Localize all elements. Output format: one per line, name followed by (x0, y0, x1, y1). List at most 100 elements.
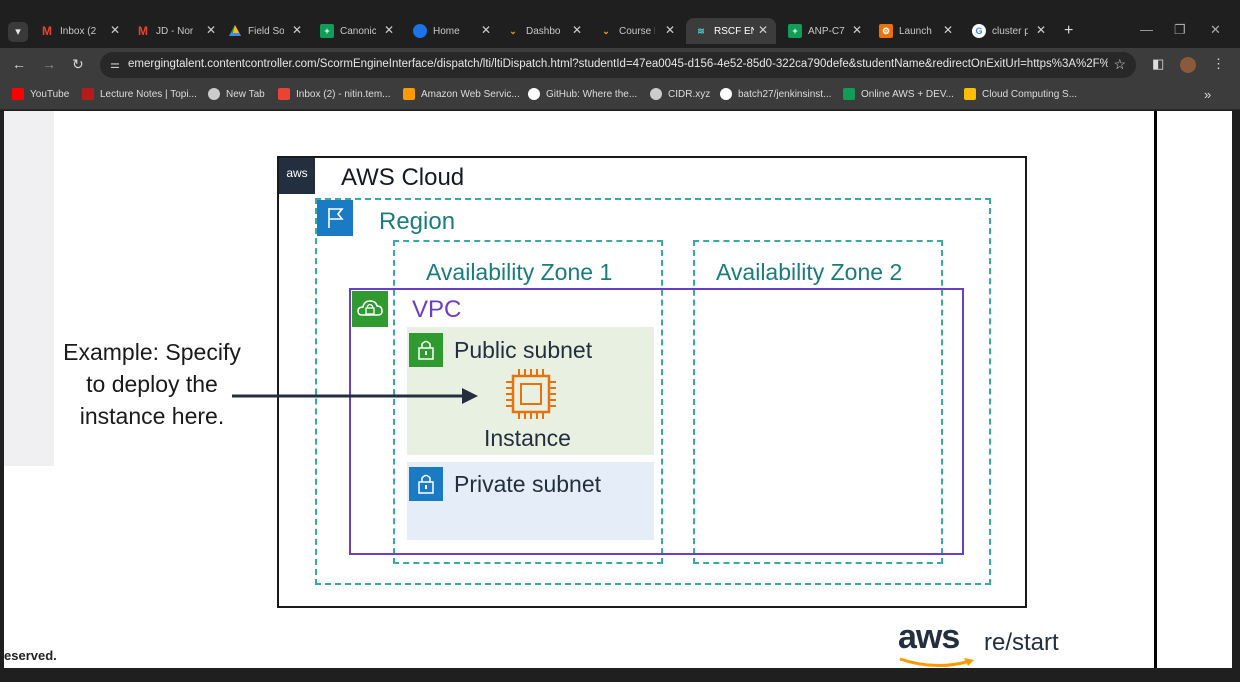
close-window-icon[interactable]: ✕ (1210, 22, 1221, 37)
globe-icon (650, 88, 662, 100)
bookmark-inbox[interactable]: Inbox (2) - nitin.tem... (278, 88, 390, 100)
example-callout-text: Example: Specify to deploy the instance … (63, 339, 241, 429)
tab-search-button[interactable]: ▾ (8, 22, 28, 42)
region-title: Region (379, 208, 456, 235)
availability-zone-1 (393, 240, 663, 564)
slide-divider (1154, 111, 1157, 668)
tab-cluster[interactable]: G cluster p ✕ (972, 18, 1046, 44)
reload-icon[interactable]: ↻ (72, 56, 84, 72)
close-icon[interactable]: ✕ (757, 23, 768, 37)
github-icon (720, 88, 732, 100)
bookmark-star-icon[interactable]: ☆ (1113, 56, 1126, 72)
cloud-icon (413, 24, 427, 38)
bookmark-youtube[interactable]: YouTube (12, 88, 69, 100)
bookmarks-bar: YouTube Lecture Notes | Topi... New Tab … (0, 82, 1240, 110)
youtube-icon (12, 88, 24, 100)
tab-title: Launch (899, 25, 932, 37)
bookmark-label: GitHub: Where the... (546, 88, 638, 100)
flag-icon (317, 200, 353, 236)
tab-dashboard[interactable]: ⌄ Dashbo ✕ (506, 18, 582, 44)
profile-avatar[interactable] (1180, 57, 1196, 73)
copyright-fragment: eserved. (4, 648, 57, 663)
tab-canonic[interactable]: + Canonic ✕ (320, 18, 394, 44)
bookmarks-overflow-icon[interactable]: » (1204, 87, 1212, 102)
tab-inbox[interactable]: M Inbox (2 ✕ (40, 18, 120, 44)
bookmark-cloud-computing[interactable]: Cloud Computing S... (964, 88, 1077, 100)
close-icon[interactable]: ✕ (851, 23, 862, 37)
aws-smile-icon: ⌄ (602, 26, 610, 36)
aws-cloud-title: AWS Cloud (341, 164, 465, 191)
close-icon[interactable]: ✕ (480, 23, 491, 37)
tab-strip: ▾ M Inbox (2 ✕ M JD - Nor ✕ Field Sol ✕ … (0, 14, 1240, 48)
close-icon[interactable]: ✕ (664, 23, 675, 37)
github-icon (528, 88, 540, 100)
lecture-notes-icon (82, 88, 94, 100)
globe-icon (208, 88, 220, 100)
tab-title: Course M (619, 25, 655, 37)
private-subnet-title: Private subnet (454, 471, 602, 497)
tab-jd[interactable]: M JD - Nor ✕ (136, 18, 216, 44)
new-tab-button[interactable]: + (1064, 22, 1074, 39)
tab-title: Canonic (340, 25, 376, 37)
close-icon[interactable]: ✕ (291, 23, 302, 37)
close-icon[interactable]: ✕ (1035, 23, 1046, 37)
drive-icon (228, 24, 242, 38)
tab-rscf-active[interactable]: ≋ RSCF EN ✕ (686, 18, 776, 44)
tab-anp[interactable]: + ANP-C7 ✕ (788, 18, 862, 44)
tab-title: cluster p (992, 25, 1028, 37)
minimize-icon[interactable]: — (1140, 22, 1153, 37)
sheets-icon: + (320, 24, 334, 38)
back-icon[interactable]: ← (12, 56, 26, 72)
launch-icon: ⚙ (879, 24, 893, 38)
bookmark-aws[interactable]: Amazon Web Servic... (403, 88, 520, 100)
bookmark-online-aws[interactable]: Online AWS + DEV... (843, 88, 954, 100)
bookmark-new-tab[interactable]: New Tab (208, 88, 265, 100)
restore-icon[interactable]: ❐ (1174, 22, 1186, 37)
public-subnet (407, 327, 654, 455)
tab-course[interactable]: ⌄ Course M ✕ (599, 18, 675, 44)
bookmark-github[interactable]: GitHub: Where the... (528, 88, 637, 100)
bookmark-lecture-notes[interactable]: Lecture Notes | Topi... (82, 88, 197, 100)
aws-smile-icon (899, 657, 974, 668)
site-info-icon[interactable]: ⚌ (110, 59, 120, 71)
bookmark-label: batch27/jenkinsinst... (738, 88, 832, 100)
aws-cube-icon (403, 88, 415, 100)
vpc-cloud-lock-icon (352, 291, 388, 327)
google-icon: G (972, 24, 986, 38)
address-bar[interactable]: ⚌ emergingtalent.contentcontroller.com/S… (100, 52, 1136, 78)
tab-field-sol[interactable]: Field Sol ✕ (228, 18, 302, 44)
close-icon[interactable]: ✕ (571, 23, 582, 37)
bookmark-cidr[interactable]: CIDR.xyz (650, 88, 710, 100)
menu-kebab-icon[interactable]: ⋮ (1212, 56, 1225, 71)
bookmark-label: CIDR.xyz (668, 88, 711, 100)
forward-icon[interactable]: → (42, 56, 56, 72)
close-icon[interactable]: ✕ (942, 23, 953, 37)
ec2-instance-icon (504, 367, 558, 426)
side-panel-icon[interactable]: ◧ (1152, 56, 1165, 71)
close-icon[interactable]: ✕ (205, 23, 216, 37)
close-icon[interactable]: ✕ (383, 23, 394, 37)
tab-launch[interactable]: ⚙ Launch ✕ (879, 18, 953, 44)
left-panel (4, 111, 54, 466)
gmail-icon (278, 88, 290, 100)
close-icon[interactable]: ✕ (109, 23, 120, 37)
gmail-icon: M (138, 24, 148, 38)
tab-title: Home (433, 25, 460, 37)
availability-zone-2 (693, 240, 943, 564)
tab-title: Field Sol (248, 25, 284, 37)
tab-home[interactable]: Home ✕ (413, 18, 491, 44)
vpc-group (349, 288, 964, 555)
tab-title: JD - Nor (156, 25, 194, 37)
url-text[interactable]: emergingtalent.contentcontroller.com/Sco… (128, 58, 1108, 70)
bookmark-jenkins[interactable]: batch27/jenkinsinst... (720, 88, 831, 100)
browser-toolbar: ← → ↻ ⚌ emergingtalent.contentcontroller… (0, 48, 1240, 82)
slide-content: aws AWS Cloud Region Availability Zone 1… (4, 111, 1232, 668)
az2-title: Availability Zone 2 (716, 259, 903, 285)
lock-icon (409, 333, 443, 367)
sheets-icon: + (788, 24, 802, 38)
az1-title: Availability Zone 1 (426, 259, 613, 285)
wifi-icon: ≋ (697, 26, 705, 36)
region-group: Region (315, 198, 991, 585)
drive-icon (964, 88, 976, 100)
tab-title: RSCF EN (714, 25, 754, 37)
